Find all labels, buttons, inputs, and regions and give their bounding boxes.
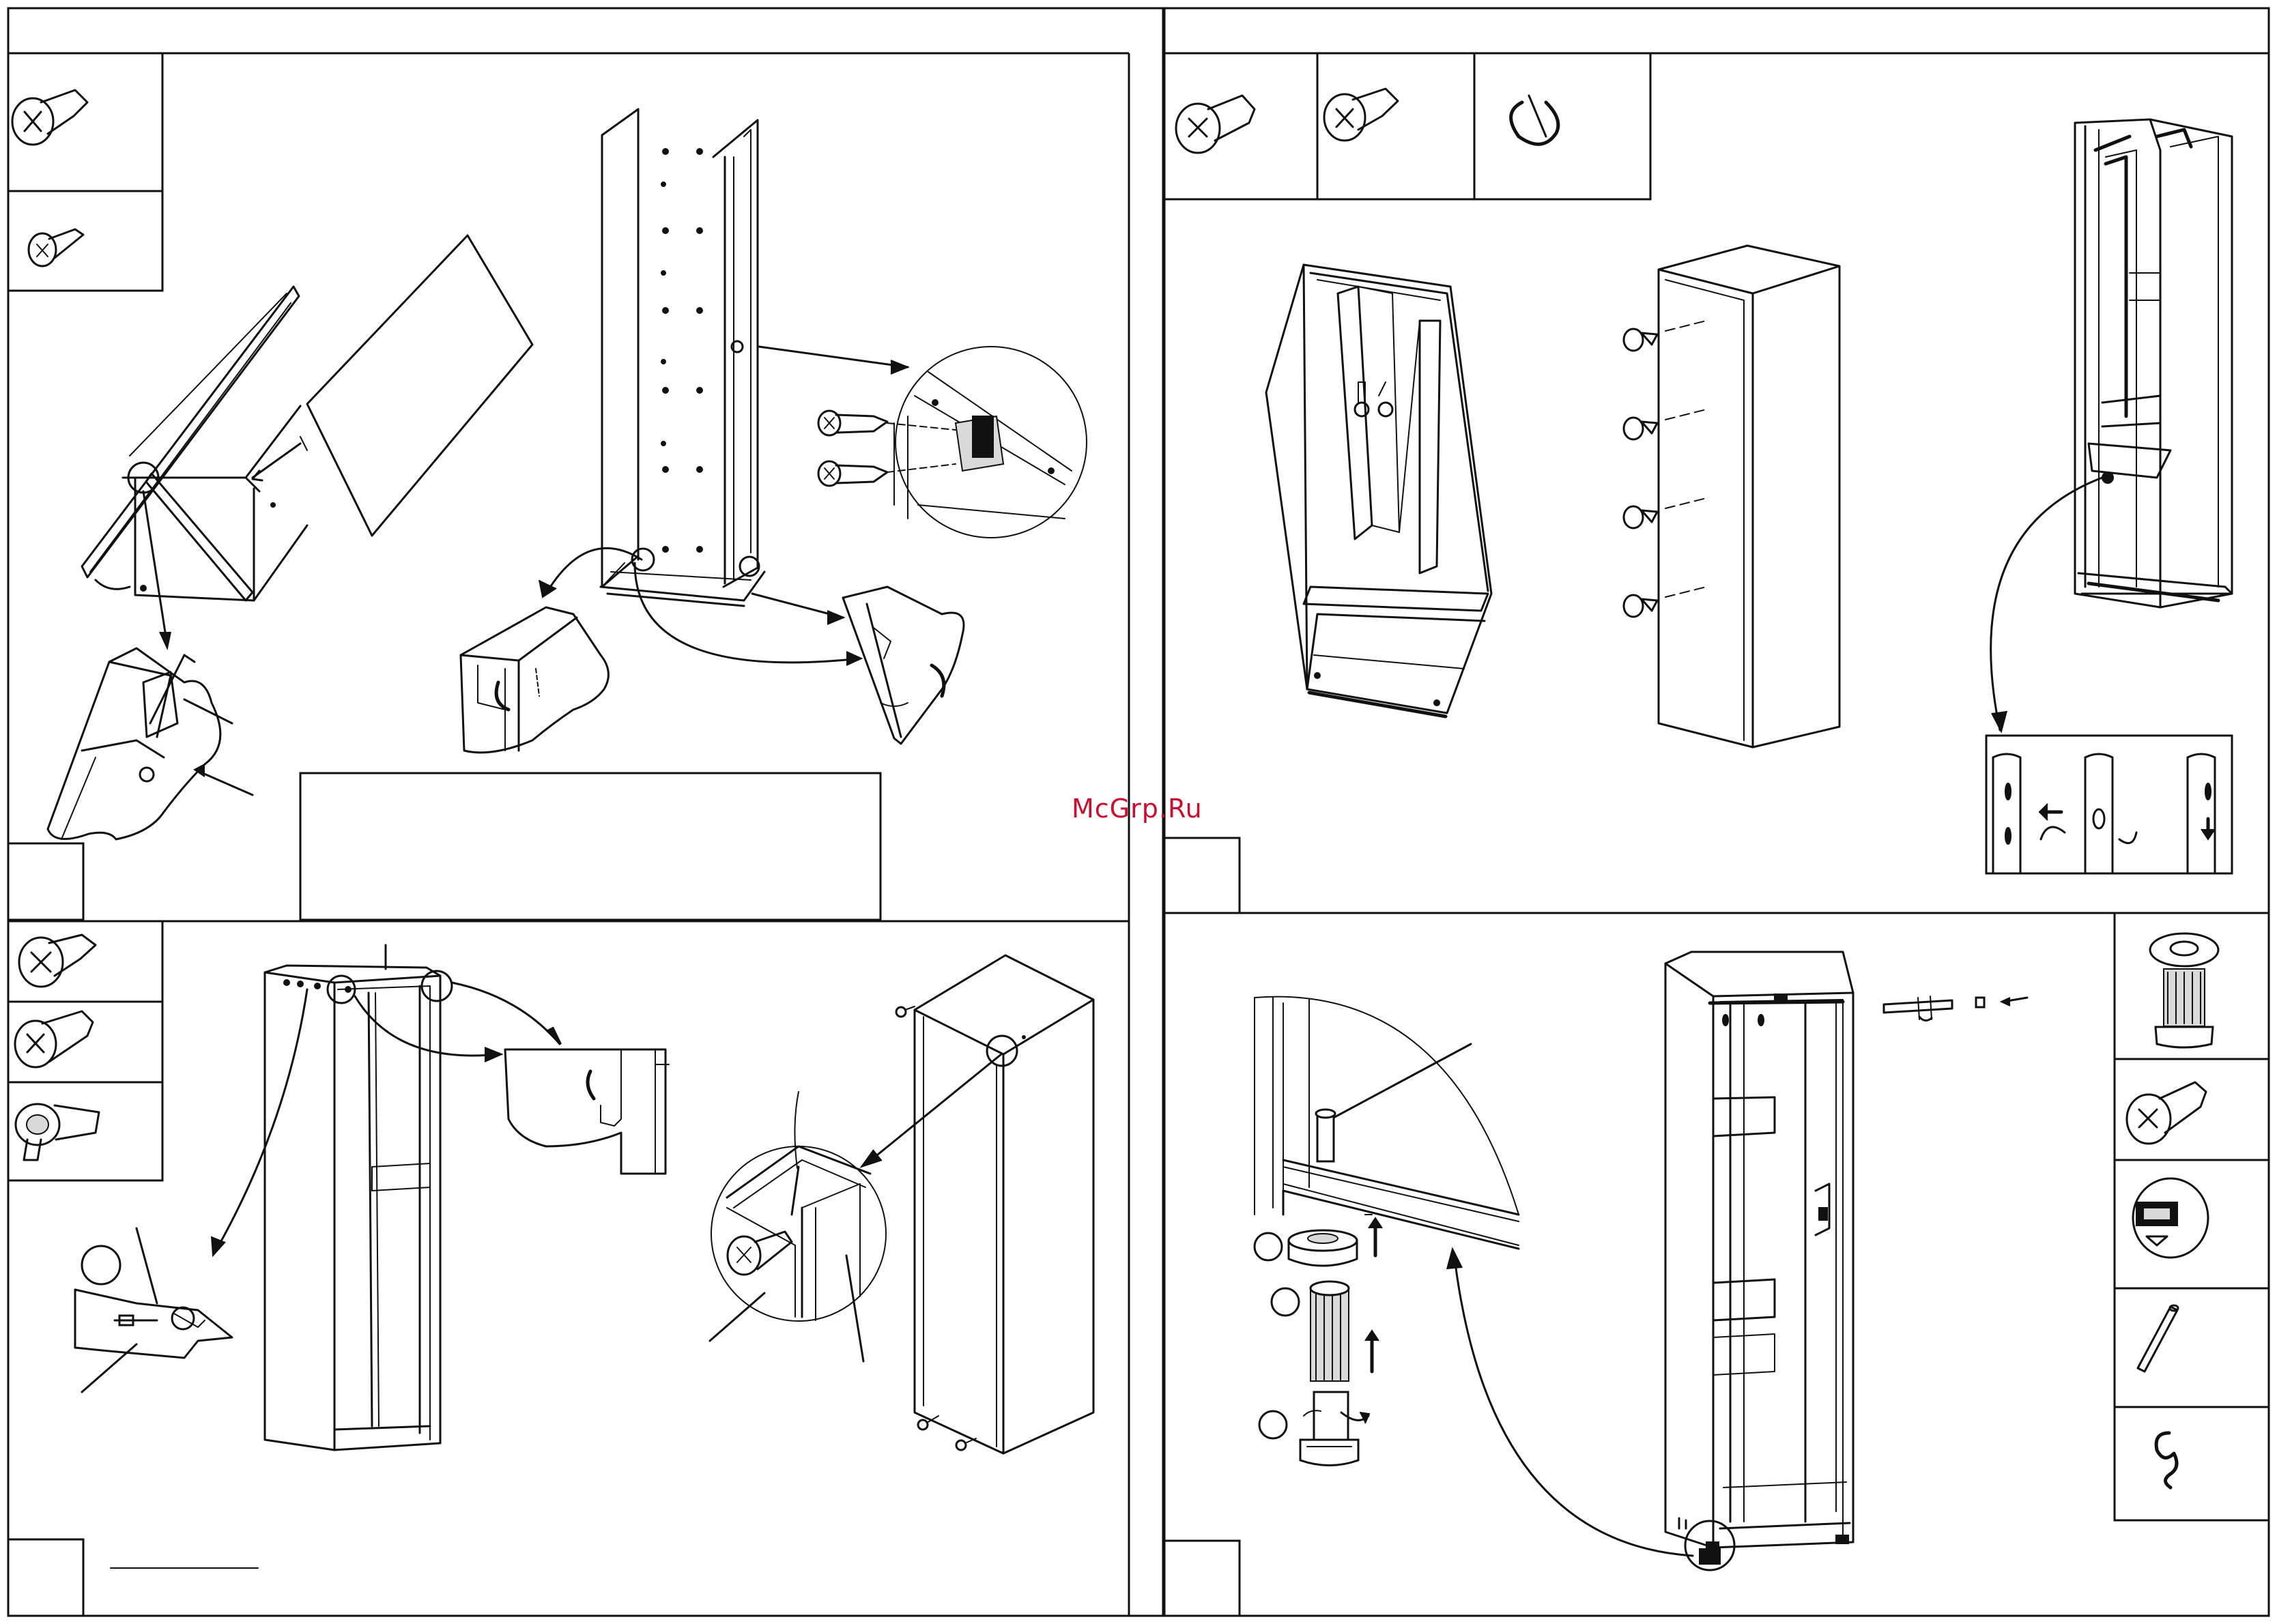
confirmat-screw-icon	[15, 1011, 93, 1067]
detail-base-cut-right	[752, 587, 964, 744]
confirmat-screw-icon	[896, 1006, 915, 1017]
detail-corner-joint	[48, 648, 253, 839]
step-number-box	[8, 1539, 83, 1616]
panel-step-top-left	[8, 53, 1087, 920]
panel-step-top-right	[1164, 53, 2232, 913]
confirmat-screw-icon	[1624, 321, 1706, 351]
detail-foot-install	[1255, 997, 1693, 1556]
rod-icon	[2138, 1305, 2178, 1372]
step-number-box	[8, 843, 83, 920]
open-frame-assembly	[1266, 265, 1491, 716]
tall-cabinet-frame	[601, 109, 908, 606]
cam-lock-icon	[16, 1104, 99, 1160]
panel-step-bottom-left	[8, 921, 1093, 1616]
ring-clip-icon	[1511, 96, 1558, 144]
cabinet-with-shelves	[1991, 119, 2232, 731]
confirmat-screw-icon	[1624, 587, 1706, 617]
cross-screw-icon	[1324, 89, 1398, 141]
detail-cam-cut	[505, 1049, 669, 1174]
note-box	[300, 773, 880, 920]
cross-screw-icon	[818, 411, 887, 435]
cross-screw-icon	[12, 90, 87, 145]
cross-screw-icon	[19, 935, 96, 987]
detail-hinge-magnified	[818, 347, 1087, 538]
detail-base-cut-left	[461, 548, 861, 753]
confirmat-screw-icon	[956, 1438, 976, 1450]
detail-cam-assembly	[75, 1228, 232, 1392]
parts-box	[1164, 53, 1650, 199]
assembled-cabinet	[1665, 952, 2027, 1570]
cabinet-parts-exploded	[82, 235, 532, 648]
hanger-rod-exploded	[1884, 996, 2027, 1021]
step-number-box	[1164, 1541, 1240, 1616]
adjustable-foot-icon	[2150, 933, 2218, 1047]
detail-rotation-box	[1986, 736, 2232, 873]
cabinet-inside-view	[212, 945, 561, 1450]
confirmat-screw-icon	[2127, 1082, 2206, 1144]
confirmat-screw-icon	[1176, 96, 1255, 153]
watermark-text: McGrp.Ru	[1072, 794, 1203, 824]
closed-cabinet	[896, 955, 1093, 1453]
shelf-pin-row	[661, 149, 702, 552]
s-hook-icon	[2156, 1433, 2177, 1488]
confirmat-screw-icon	[1624, 498, 1706, 528]
panel-step-bottom-right	[1164, 913, 2269, 1616]
parts-box	[8, 921, 162, 1180]
confirmat-screw-icon	[1624, 409, 1706, 439]
cap-icon	[2133, 1178, 2208, 1258]
detail-screw-join	[710, 1054, 1001, 1361]
side-panel-with-screws	[1624, 246, 1839, 747]
parts-box	[8, 53, 162, 291]
parts-column	[2115, 913, 2269, 1520]
small-screw-icon	[29, 229, 83, 266]
step-number-box	[1164, 838, 1240, 913]
adjustable-foot-parts	[1255, 1218, 1382, 1466]
cross-screw-icon	[818, 461, 887, 486]
